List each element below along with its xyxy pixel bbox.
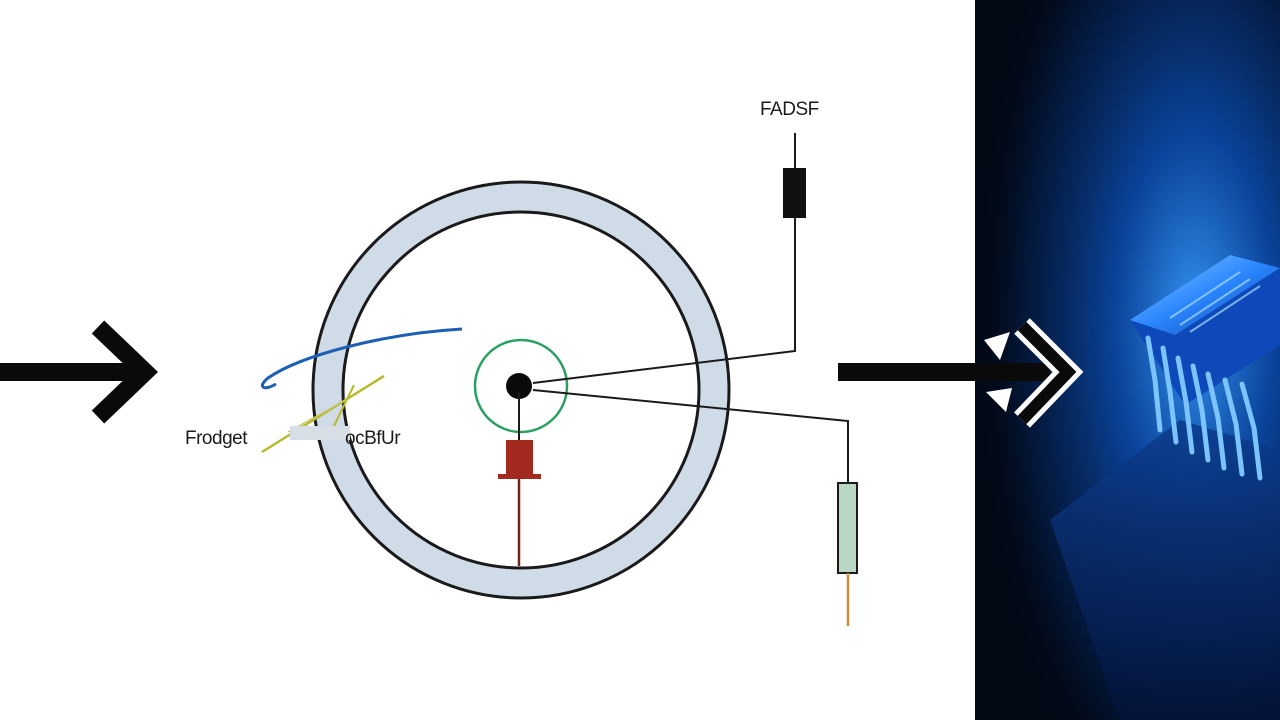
blue-wire xyxy=(260,327,463,390)
center-node xyxy=(473,338,569,434)
microchip-icon xyxy=(1130,255,1280,481)
label-left-b: ocBfUr xyxy=(345,428,401,449)
left-arrow-icon xyxy=(0,320,159,424)
label-smudge xyxy=(290,426,350,440)
red-component xyxy=(498,392,541,566)
wires xyxy=(532,133,849,483)
label-left-a: Frodget xyxy=(185,428,248,449)
chip-panel xyxy=(975,0,1280,720)
right-arrow-icon xyxy=(838,318,1084,428)
top-component xyxy=(783,168,806,218)
label-top-right: FADSF xyxy=(760,99,819,120)
green-component xyxy=(837,482,858,626)
